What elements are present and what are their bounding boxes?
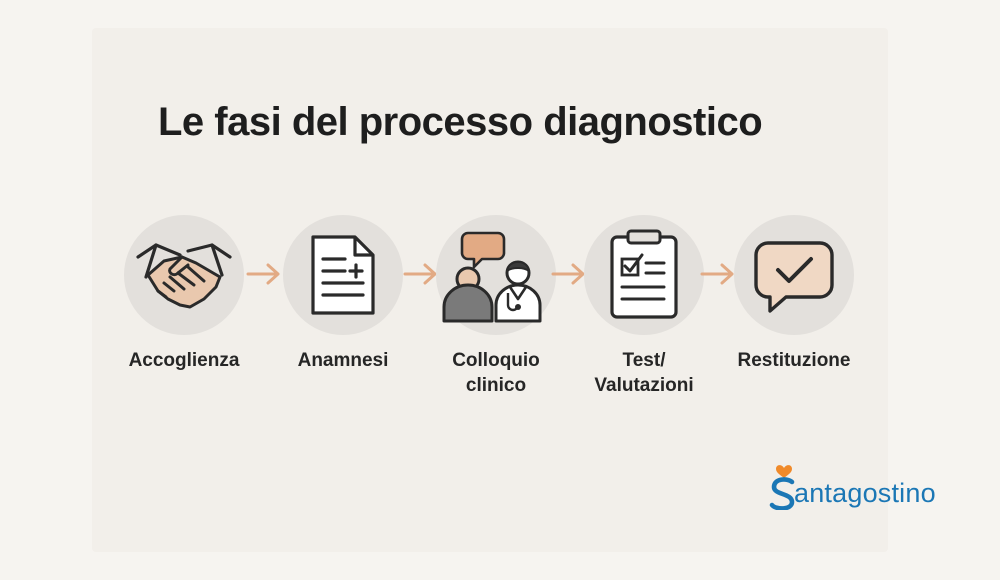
logo-s-heart-mark — [769, 465, 795, 510]
step-label-anamnesi: Anamnesi — [297, 350, 389, 371]
arrow-right-icon — [246, 263, 280, 285]
document-plus-icon — [283, 215, 403, 335]
step-label-accoglienza: Accoglienza — [128, 350, 240, 371]
arrow-right-icon — [551, 263, 585, 285]
step-label-test-valutazioni: Test/ Valutazioni — [594, 350, 694, 396]
logo-wordmark: antagostino — [794, 478, 936, 508]
speech-bubble-check-icon — [734, 215, 854, 335]
handshake-icon — [124, 215, 244, 335]
step-label-colloquio-clinico: Colloquio clinico — [452, 350, 540, 396]
diagram-title: Le fasi del processo diagnostico — [158, 100, 763, 144]
clipboard-checklist-icon — [584, 215, 704, 335]
step-label-restituzione: Restituzione — [737, 350, 851, 371]
arrow-right-icon — [700, 263, 734, 285]
arrow-right-icon — [403, 263, 437, 285]
patient-doctor-speech-icon — [436, 215, 556, 335]
